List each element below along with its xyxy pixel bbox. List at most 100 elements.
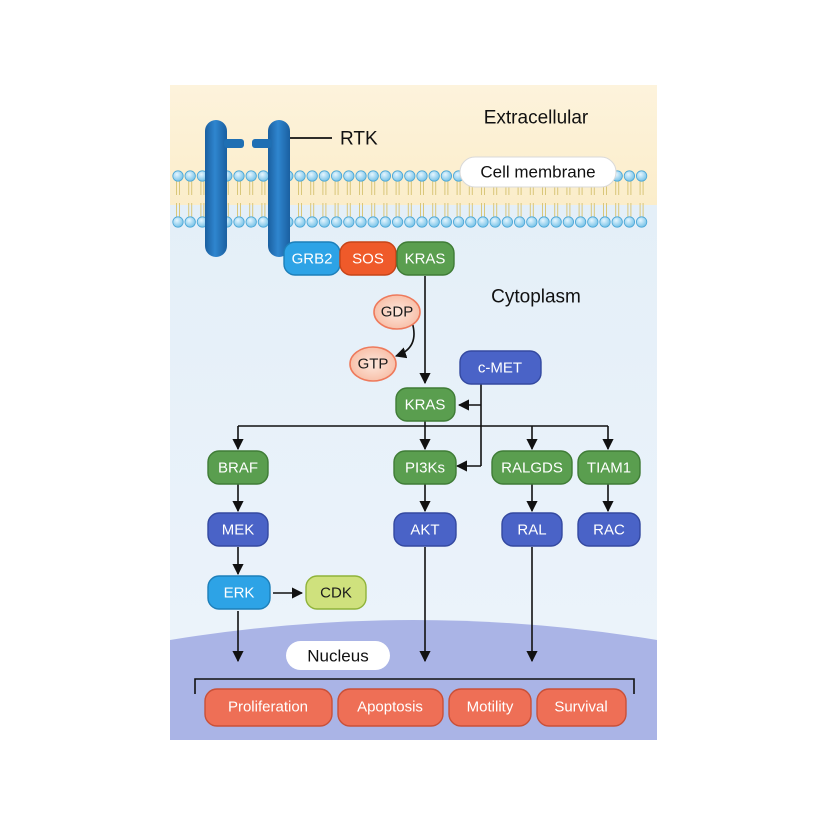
lipid-head bbox=[513, 216, 526, 228]
lipid-head bbox=[318, 216, 330, 228]
node-ralgds-label: RALGDS bbox=[501, 460, 563, 477]
lipid-head bbox=[416, 216, 428, 228]
node-sos-label: SOS bbox=[352, 251, 384, 268]
lipid-head bbox=[367, 170, 379, 182]
outcome-proliferation: Proliferation bbox=[204, 688, 333, 727]
node-grb2-label: GRB2 bbox=[292, 251, 333, 268]
nucleus-label: Nucleus bbox=[307, 647, 368, 666]
lipid-head bbox=[404, 216, 416, 228]
lipid-head bbox=[172, 170, 184, 182]
node-gdp: GDP bbox=[373, 294, 421, 330]
lipid-head bbox=[233, 170, 245, 182]
node-rac-label: RAC bbox=[593, 522, 625, 539]
nucleus-label-box: Nucleus bbox=[286, 641, 390, 670]
lipid-head bbox=[623, 170, 636, 182]
node-mek-label: MEK bbox=[222, 522, 255, 539]
lipid-head bbox=[172, 216, 184, 228]
lipid-head bbox=[355, 216, 367, 228]
lipid-head bbox=[574, 216, 587, 228]
lipid-head bbox=[587, 216, 599, 228]
rtk-label: RTK bbox=[340, 129, 378, 150]
outcome-apoptosis: Apoptosis bbox=[337, 688, 444, 727]
lipid-head bbox=[465, 216, 477, 228]
cell-membrane-label: Cell membrane bbox=[480, 163, 595, 182]
node-ral: RAL bbox=[501, 512, 563, 547]
lipid-head bbox=[477, 216, 489, 228]
lipid-head bbox=[635, 216, 648, 228]
outcome-proliferation-label: Proliferation bbox=[228, 699, 308, 716]
rtk-receptor bbox=[205, 120, 332, 257]
node-erk: ERK bbox=[207, 575, 271, 610]
lipid-head bbox=[379, 216, 391, 228]
node-erk-label: ERK bbox=[224, 585, 255, 602]
lipid-head bbox=[257, 170, 269, 182]
lipid-head bbox=[452, 216, 465, 228]
lipid-head bbox=[257, 216, 269, 228]
lipid-head bbox=[550, 216, 562, 228]
lipid-head bbox=[330, 170, 343, 182]
node-akt-label: AKT bbox=[410, 522, 439, 539]
node-cmet: c-MET bbox=[459, 350, 542, 385]
lipid-head bbox=[489, 216, 501, 228]
node-grb2: GRB2 bbox=[283, 241, 341, 276]
outcome-survival-label: Survival bbox=[554, 699, 607, 716]
connectors bbox=[194, 276, 635, 694]
lipid-head bbox=[391, 216, 404, 228]
node-pi3ks: PI3Ks bbox=[393, 450, 457, 485]
node-tiam1-label: TIAM1 bbox=[587, 460, 631, 477]
lipid-head bbox=[379, 170, 391, 182]
lipid-head bbox=[306, 170, 318, 182]
node-cmet-label: c-MET bbox=[478, 360, 522, 377]
node-kras-label: KRAS bbox=[405, 397, 446, 414]
node-rac: RAC bbox=[577, 512, 641, 547]
lipid-head bbox=[184, 170, 196, 182]
lipid-head bbox=[440, 216, 452, 228]
lipid-head bbox=[294, 216, 306, 228]
node-sos: SOS bbox=[339, 241, 397, 276]
cytoplasm-label: Cytoplasm bbox=[491, 287, 581, 308]
lipid-head bbox=[294, 170, 306, 182]
node-pi3ks-label: PI3Ks bbox=[405, 460, 445, 477]
lipid-head bbox=[611, 216, 623, 228]
outcome-survival: Survival bbox=[536, 688, 627, 727]
lipid-head bbox=[343, 216, 355, 228]
node-gtp-label: GTP bbox=[358, 356, 389, 373]
lipid-head bbox=[428, 216, 440, 228]
node-mek: MEK bbox=[207, 512, 269, 547]
outcome-apoptosis-label: Apoptosis bbox=[357, 699, 423, 716]
lipid-head bbox=[318, 170, 330, 182]
lipid-head bbox=[599, 216, 611, 228]
node-ral-label: RAL bbox=[517, 522, 546, 539]
node-kras: KRAS bbox=[395, 387, 456, 422]
lipid-head bbox=[526, 216, 538, 228]
node-kras-top: KRAS bbox=[396, 241, 455, 276]
lipid-head bbox=[343, 170, 355, 182]
node-cdk-label: CDK bbox=[320, 585, 352, 602]
lipid-head bbox=[416, 170, 428, 182]
node-gtp: GTP bbox=[349, 346, 397, 382]
node-braf-label: BRAF bbox=[218, 460, 258, 477]
node-gdp-label: GDP bbox=[381, 304, 414, 321]
lipid-head bbox=[623, 216, 636, 228]
node-kras-top-label: KRAS bbox=[405, 251, 446, 268]
lipid-head bbox=[428, 170, 440, 182]
node-ralgds: RALGDS bbox=[491, 450, 573, 485]
node-akt: AKT bbox=[393, 512, 457, 547]
node-tiam1: TIAM1 bbox=[577, 450, 641, 485]
lipid-head bbox=[233, 216, 245, 228]
cell-membrane-label-box: Cell membrane bbox=[459, 156, 617, 188]
node-braf: BRAF bbox=[207, 450, 269, 485]
lipid-head bbox=[245, 216, 257, 228]
lipid-head bbox=[184, 216, 196, 228]
lipid-head bbox=[245, 170, 257, 182]
lipid-head bbox=[391, 170, 404, 182]
outcome-motility-label: Motility bbox=[467, 699, 514, 716]
lipid-head bbox=[538, 216, 550, 228]
lipid-head bbox=[330, 216, 343, 228]
node-cdk: CDK bbox=[305, 575, 367, 610]
lipid-head bbox=[440, 170, 452, 182]
outcome-motility: Motility bbox=[448, 688, 532, 727]
lipid-head bbox=[367, 216, 379, 228]
lipid-head bbox=[306, 216, 318, 228]
